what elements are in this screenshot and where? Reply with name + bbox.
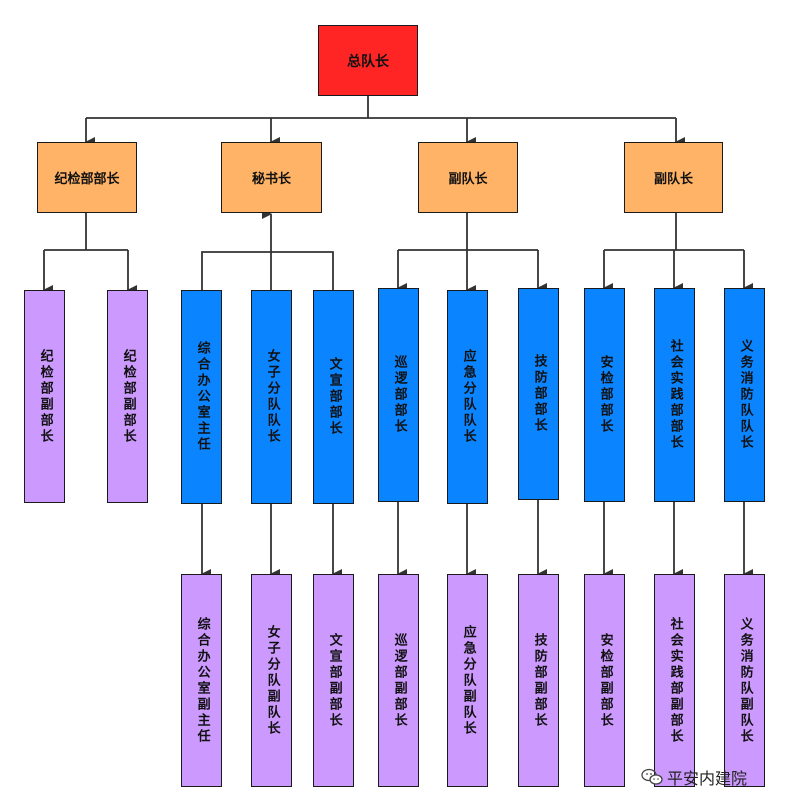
node-office-director: 综合办公室主任 <box>181 290 222 504</box>
node-discipline-deputy-1: 纪检部副部长 <box>24 290 65 503</box>
node-label: 巡逻部部长 <box>391 355 407 435</box>
node-label: 社会实践部副部长 <box>667 616 683 745</box>
node-publicity-head: 文宣部部长 <box>313 290 354 504</box>
node-label: 文宣部副部长 <box>326 632 342 729</box>
node-patrol-head: 巡逻部部长 <box>378 288 419 502</box>
node-label: 技防部副部长 <box>531 632 547 729</box>
node-root-label: 总队长 <box>347 53 389 70</box>
node-social-practice-head: 社会实践部部长 <box>654 288 695 502</box>
node-secretary-general: 秘书长 <box>221 142 322 213</box>
node-label: 社会实践部部长 <box>667 339 683 451</box>
node-discipline-head: 纪检部部长 <box>37 142 137 213</box>
node-label: 义务消防队副队长 <box>737 616 753 745</box>
node-label: 安检部部长 <box>597 355 613 435</box>
node-label: 纪检部副部长 <box>120 348 136 445</box>
node-label: 纪检部部长 <box>54 172 120 187</box>
watermark-text: 平安内建院 <box>667 769 748 788</box>
wechat-icon <box>641 768 663 785</box>
node-social-practice-deputy: 社会实践部副部长 <box>654 574 695 787</box>
node-label: 纪检部副部长 <box>37 348 53 445</box>
node-security-check-deputy: 安检部副部长 <box>584 574 625 787</box>
node-patrol-deputy: 巡逻部副部长 <box>378 574 419 787</box>
node-vice-captain-2: 副队长 <box>624 142 723 213</box>
node-label: 女子分队队长 <box>264 349 280 445</box>
node-women-squad-captain: 女子分队队长 <box>251 290 292 504</box>
node-tech-defense-deputy: 技防部副部长 <box>518 574 559 787</box>
node-label: 巡逻部副部长 <box>391 632 407 729</box>
node-label: 副队长 <box>653 172 693 187</box>
node-discipline-deputy-2: 纪检部副部长 <box>107 290 148 503</box>
node-label: 副队长 <box>448 172 488 187</box>
node-label: 义务消防队队长 <box>737 339 753 451</box>
node-label: 女子分队副队长 <box>264 624 280 737</box>
node-tech-defense-head: 技防部部长 <box>518 288 559 500</box>
node-security-check-head: 安检部部长 <box>584 288 625 502</box>
node-volunteer-fire-captain: 义务消防队队长 <box>724 288 765 502</box>
node-root: 总队长 <box>318 25 418 96</box>
node-label: 文宣部部长 <box>326 357 342 437</box>
node-volunteer-fire-vice-captain: 义务消防队副队长 <box>724 574 765 787</box>
watermark: 平安内建院 <box>641 765 747 789</box>
node-label: 技防部部长 <box>531 354 547 434</box>
node-vice-captain-1: 副队长 <box>418 142 518 213</box>
node-label: 应急分队队长 <box>460 349 476 445</box>
node-emergency-squad-captain: 应急分队队长 <box>447 290 488 504</box>
node-office-deputy-director: 综合办公室副主任 <box>181 574 222 787</box>
node-publicity-deputy: 文宣部副部长 <box>313 574 354 787</box>
edge-root-managers <box>86 96 676 119</box>
node-label: 应急分队副队长 <box>460 624 476 737</box>
node-emergency-squad-vice-captain: 应急分队副队长 <box>447 574 488 787</box>
node-women-squad-vice-captain: 女子分队副队长 <box>251 574 292 787</box>
node-label: 综合办公室主任 <box>194 341 210 453</box>
node-label: 秘书长 <box>251 172 291 187</box>
node-label: 综合办公室副主任 <box>194 616 210 745</box>
node-label: 安检部副部长 <box>597 632 613 729</box>
